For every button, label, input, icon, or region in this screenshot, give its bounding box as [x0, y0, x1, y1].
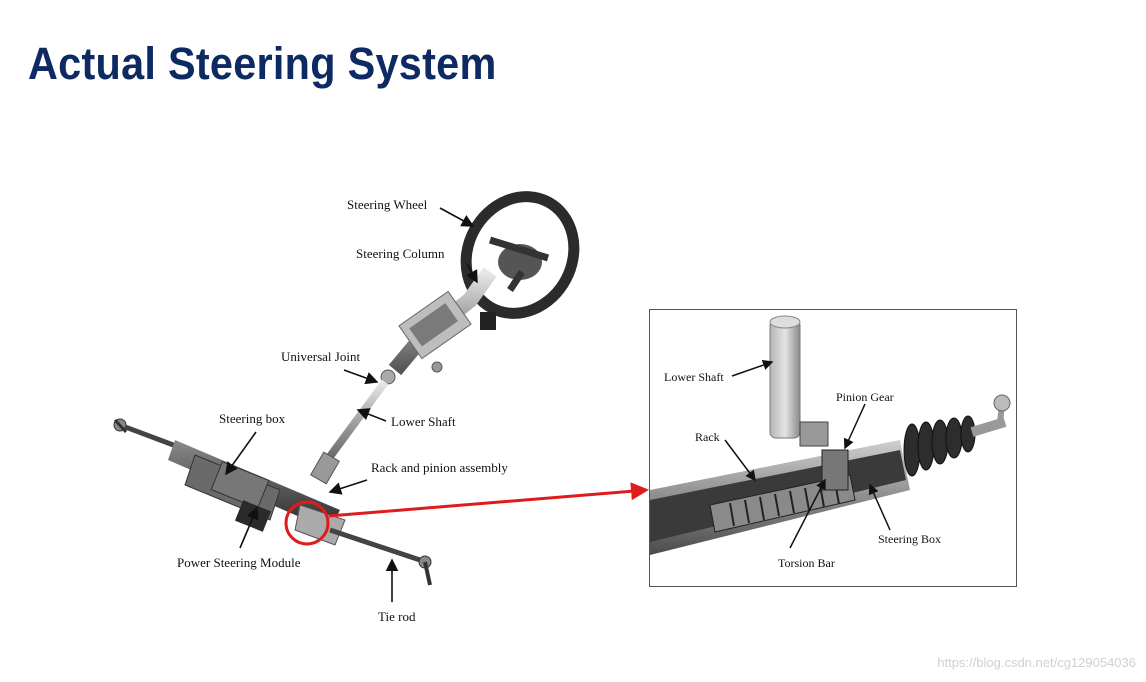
inset-label-lower-shaft: Lower Shaft	[664, 370, 724, 384]
inset-cutaway-drawing	[650, 315, 1011, 555]
inset-detail-panel: Lower Shaft Pinion Gear Rack Torsion Bar…	[649, 309, 1017, 587]
inset-label-torsion-bar: Torsion Bar	[778, 556, 835, 570]
label-universal-joint: Universal Joint	[281, 349, 361, 364]
label-lower-shaft: Lower Shaft	[391, 414, 456, 429]
callout-circle	[284, 500, 330, 546]
label-steering-wheel: Steering Wheel	[347, 197, 428, 212]
label-tie-rod: Tie rod	[378, 609, 416, 624]
inset-label-rack: Rack	[695, 430, 720, 444]
lower-shaft-drawing	[310, 369, 396, 485]
inset-label-pinion-gear: Pinion Gear	[836, 390, 894, 404]
watermark: https://blog.csdn.net/cg129054036	[937, 655, 1136, 670]
inset-label-steering-box: Steering Box	[878, 532, 941, 546]
callout-arrow	[328, 482, 649, 518]
rack-housing-drawing	[113, 418, 432, 586]
leader-arrows	[225, 207, 478, 602]
label-power-steering-module: Power Steering Module	[177, 555, 301, 570]
label-steering-column: Steering Column	[356, 246, 445, 261]
slide-title: Actual Steering System	[28, 38, 497, 89]
steering-column-drawing	[388, 267, 497, 376]
steering-wheel-drawing	[460, 191, 580, 319]
label-rack-pinion: Rack and pinion assembly	[371, 460, 508, 475]
label-steering-box: Steering box	[219, 411, 286, 426]
